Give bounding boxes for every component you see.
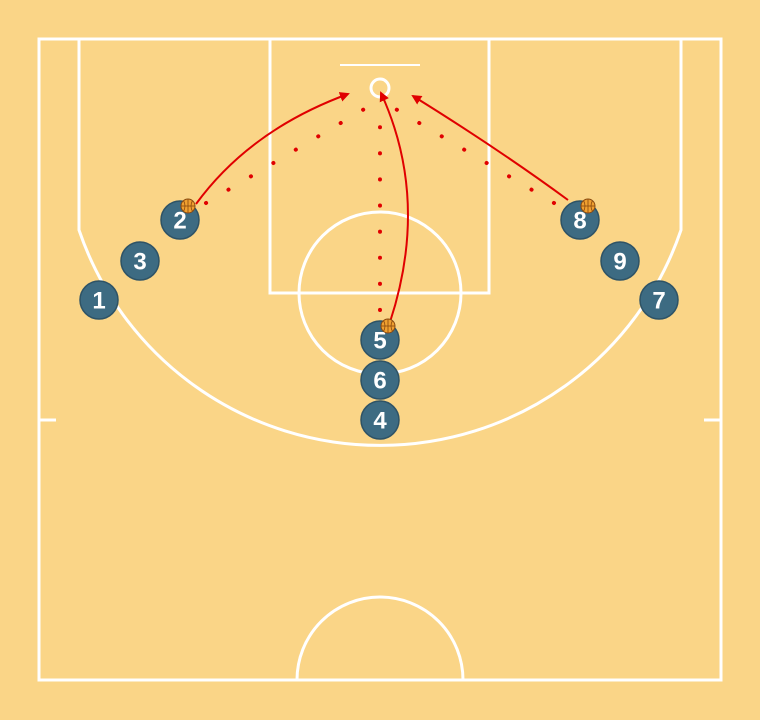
- three-point-line: [77, 39, 683, 447]
- player-number-label: 2: [173, 208, 186, 235]
- pass-path-player-2: [204, 106, 368, 205]
- player-number-label: 4: [373, 408, 387, 435]
- court-lines: [37, 37, 723, 682]
- basketball-icon: [580, 198, 596, 214]
- player-marker: [639, 280, 679, 320]
- pass-path-player-8: [392, 106, 556, 205]
- player-1: 1: [79, 280, 119, 320]
- player-number-label: 1: [92, 288, 105, 315]
- player-6: 6: [360, 360, 400, 400]
- paint-key: [268, 37, 491, 295]
- player-marker: [600, 241, 640, 281]
- player-marker: [360, 360, 400, 400]
- player-marker: [360, 400, 400, 440]
- player-number-label: 7: [652, 288, 665, 315]
- player-9: 9: [600, 241, 640, 281]
- center-circle: [295, 595, 465, 681]
- player-number-label: 9: [613, 249, 626, 276]
- player-2: 2: [160, 198, 200, 240]
- player-number-label: 5: [373, 328, 386, 355]
- dribble-arrow-player-2: [195, 92, 350, 205]
- actions-layer: [195, 91, 569, 323]
- player-number-label: 8: [573, 208, 586, 235]
- dribble-arrow-player-8: [411, 94, 569, 201]
- player-number-label: 6: [373, 368, 386, 395]
- player-4: 4: [360, 400, 400, 440]
- basketball-icon: [380, 318, 396, 334]
- dribble-arrow-player-5: [379, 91, 409, 323]
- player-marker: [120, 241, 160, 281]
- player-8: 8: [560, 198, 600, 240]
- player-number-label: 3: [133, 249, 146, 276]
- player-5: 5: [360, 318, 400, 360]
- player-marker: [79, 280, 119, 320]
- player-3: 3: [120, 241, 160, 281]
- player-7: 7: [639, 280, 679, 320]
- basketball-icon: [180, 198, 196, 214]
